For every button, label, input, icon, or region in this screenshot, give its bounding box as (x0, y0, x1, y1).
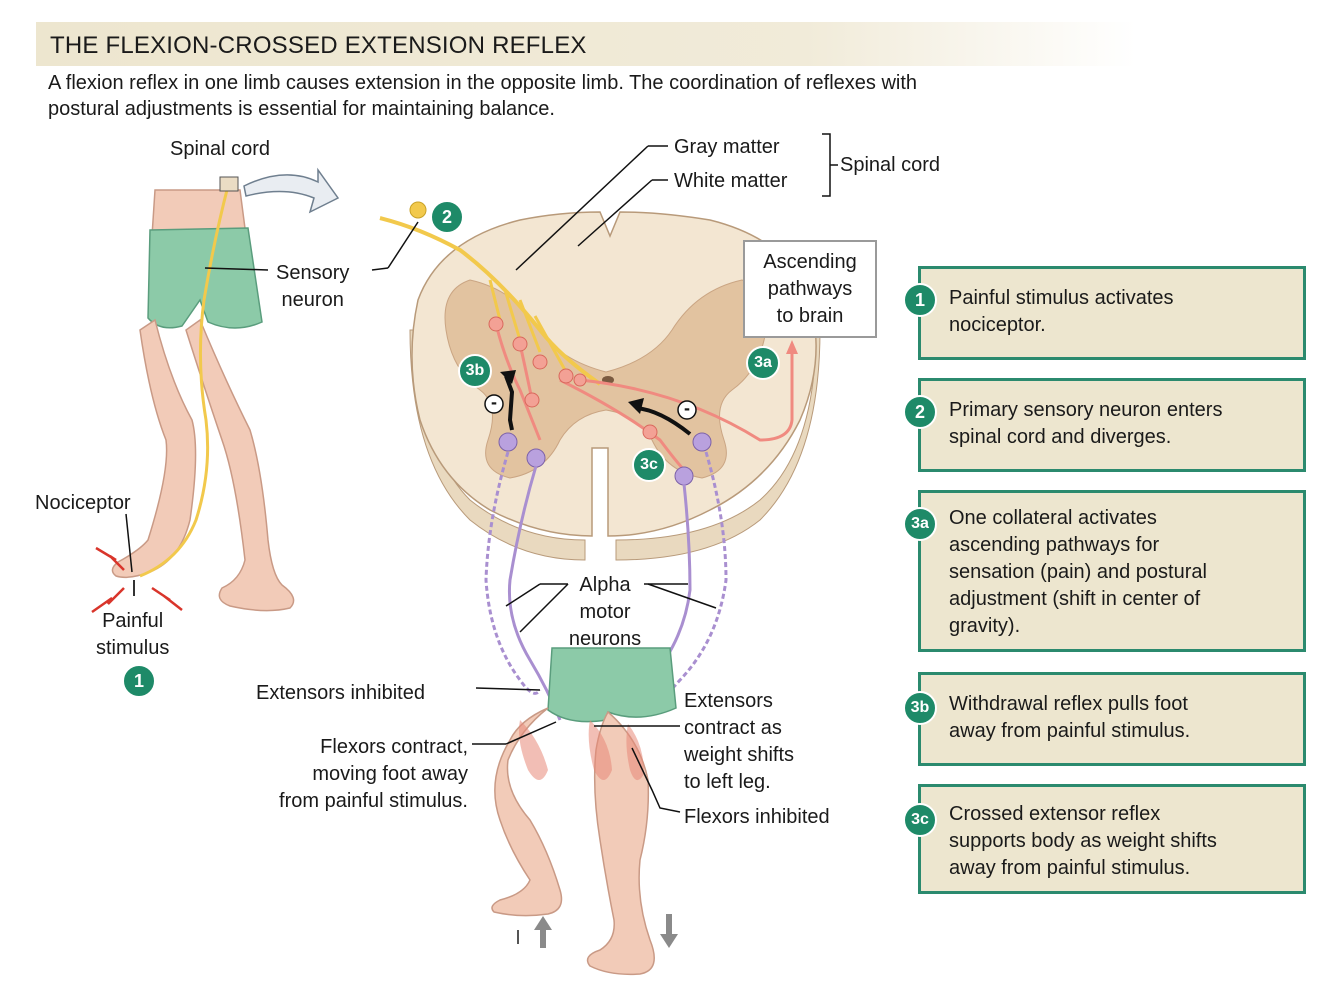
marker-3a: 3a (746, 346, 780, 380)
marker-1: 1 (122, 664, 156, 698)
step-badge-1: 1 (903, 283, 937, 317)
label-extensors-inhibited: Extensors inhibited (256, 682, 425, 704)
step-box-3c: 3c Crossed extensor reflex supports body… (903, 784, 1306, 894)
left-figure (91, 167, 340, 614)
label-ascending-pathways: Ascending pathways to brain (763, 251, 857, 327)
ascending-pathways-box (743, 240, 877, 338)
step-badge-2: 2 (903, 395, 937, 429)
step-box-3a: 3a One collateral activates ascending pa… (903, 490, 1306, 652)
label-sensory-neuron: Sensory neuron (276, 262, 350, 311)
inhibitory-sign-left: - (491, 392, 497, 412)
inhibitory-sign-right: - (684, 398, 690, 418)
label-extensors-contract: Extensors contract as weight shifts to l… (684, 690, 795, 793)
label-flexors-inhibited: Flexors inhibited (684, 806, 830, 828)
step-text-3b: Withdrawal reflex pulls foot away from p… (949, 693, 1191, 742)
step-box-2: 2 Primary sensory neuron enters spinal c… (903, 378, 1306, 472)
step-text-1: Painful stimulus activates nociceptor. (949, 287, 1174, 336)
marker-3b: 3b (458, 354, 492, 388)
step-box-1: 1 Painful stimulus activates nociceptor. (903, 266, 1306, 360)
step-badge-3c: 3c (903, 803, 937, 837)
title-bar (36, 22, 1136, 66)
bottom-figure (472, 647, 681, 976)
step-text-2: Primary sensory neuron enters spinal cor… (949, 399, 1223, 448)
label-flexors-contract: Flexors contract, moving foot away from … (279, 736, 468, 812)
diagram-title: THE FLEXION-CROSSED EXTENSION REFLEX (50, 32, 587, 59)
intro-text: A flexion reflex in one limb causes exte… (48, 72, 918, 120)
label-nociceptor: Nociceptor (35, 492, 131, 514)
marker-2: 2 (430, 200, 464, 234)
label-painful-stimulus: Painful stimulus (96, 610, 170, 659)
label-alpha-motor-neurons: Alpha motor neurons (568, 574, 642, 650)
step-text-3a: One collateral activates ascending pathw… (949, 507, 1207, 637)
step-box-3b: 3b Withdrawal reflex pulls foot away fro… (903, 672, 1306, 766)
label-white-matter: White matter (674, 170, 788, 192)
step-badge-3a: 3a (903, 507, 937, 541)
label-spinal-cord-top: Spinal cord (170, 138, 271, 160)
label-gray-matter: Gray matter (674, 136, 780, 158)
spinal-cord-section (371, 133, 838, 722)
label-spinal-cord-bracket: Spinal cord (840, 154, 941, 176)
step-text-3c: Crossed extensor reflex supports body as… (949, 803, 1217, 879)
step-badge-3b: 3b (903, 691, 937, 725)
marker-3c: 3c (632, 448, 666, 482)
